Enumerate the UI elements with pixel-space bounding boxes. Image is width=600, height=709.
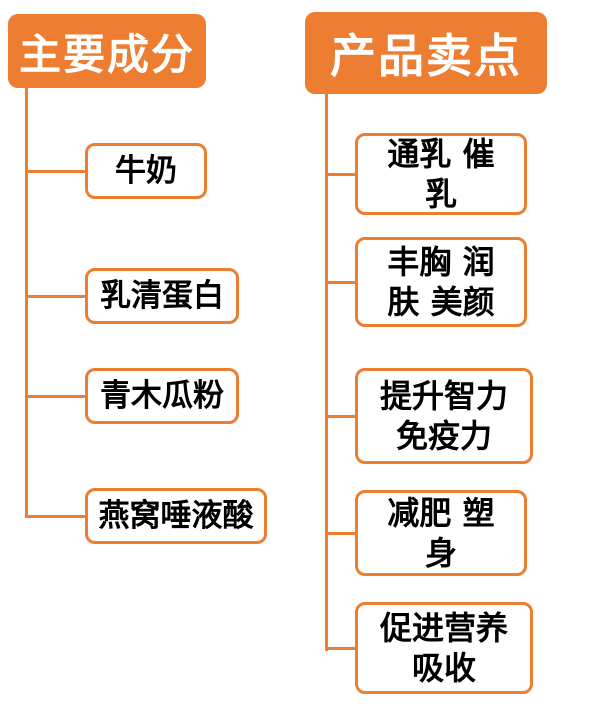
right-tree-root-产品卖点: 产品卖点 (305, 12, 547, 94)
right-tree-node-lactation: 通乳 催 乳 (355, 133, 527, 215)
right-tree-node-nutrient-absorption: 促进营养 吸收 (355, 602, 533, 694)
left-tree-branch-line (25, 395, 85, 398)
right-tree-branch-line (325, 281, 355, 284)
right-tree-branch-line (325, 173, 355, 176)
left-tree-node-green-papaya-powder: 青木瓜粉 (85, 368, 239, 424)
right-tree-trunk-line (325, 94, 328, 651)
right-tree-node-weight-loss: 减肥 塑 身 (355, 490, 527, 576)
left-tree-branch-line (25, 295, 85, 298)
left-tree-branch-line (25, 515, 85, 518)
right-tree-node-intelligence-immunity: 提升智力 免疫力 (355, 368, 533, 464)
right-tree-branch-line (325, 647, 355, 650)
left-tree-branch-line (25, 170, 85, 173)
left-tree-node-whey-protein: 乳清蛋白 (85, 268, 239, 324)
left-tree-trunk-line (25, 88, 28, 518)
right-tree-node-beauty: 丰胸 润 肤 美颜 (355, 237, 527, 327)
right-tree-branch-line (325, 415, 355, 418)
right-tree-branch-line (325, 532, 355, 535)
left-tree-root-主要成分: 主要成分 (8, 14, 206, 88)
left-tree-node-birds-nest-sialic-acid: 燕窝唾液酸 (85, 488, 267, 544)
left-tree-node-milk: 牛奶 (85, 143, 207, 199)
